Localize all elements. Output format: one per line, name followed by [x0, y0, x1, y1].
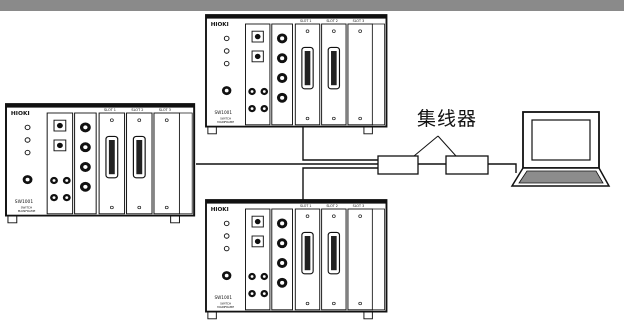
switch-mainframe-icon: [206, 15, 386, 134]
switch-mainframe-icon: [6, 104, 194, 223]
hub-box-icon: [378, 156, 488, 174]
laptop-icon: [512, 112, 609, 186]
switch-mainframe-icon: [206, 200, 386, 319]
hub-label: 集线器: [417, 104, 477, 131]
hub-label-pointers: [414, 136, 456, 156]
cable-hub-laptop: [488, 164, 516, 173]
